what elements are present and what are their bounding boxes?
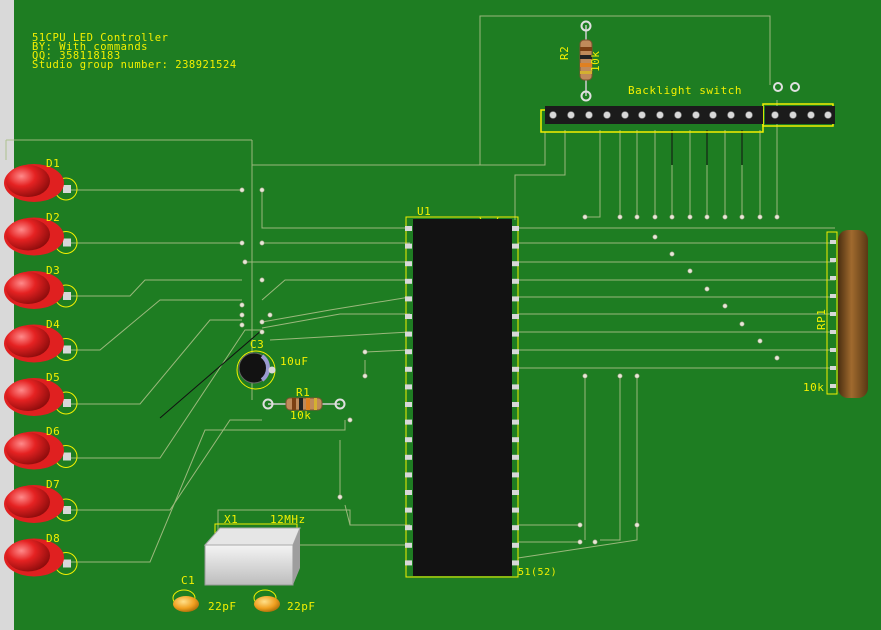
x1-value-label: 12MHz xyxy=(270,513,306,526)
pin-header xyxy=(540,82,835,133)
led-d1 xyxy=(4,164,78,202)
r1-value-label: 10k xyxy=(290,409,312,422)
u1-pin xyxy=(512,419,519,425)
u1-pin xyxy=(512,472,519,478)
led-d5 xyxy=(4,378,78,416)
board-group-number: Studio group number: 238921524 xyxy=(32,59,237,71)
x1-crystal xyxy=(203,523,301,586)
u1-pin xyxy=(512,349,519,355)
u1-pin xyxy=(512,278,519,284)
u1-pin xyxy=(512,243,519,249)
led-d2 xyxy=(4,217,78,256)
r1-label: R1 xyxy=(296,386,311,399)
u1-pin xyxy=(512,261,519,267)
r1-resistor xyxy=(262,397,346,411)
u1-pin xyxy=(405,437,412,443)
c1-value-label: 22pF xyxy=(208,600,237,613)
led-label: D1 xyxy=(46,157,61,170)
led-label: D7 xyxy=(46,478,61,491)
c3-value-label: 10uF xyxy=(280,355,309,368)
u1-pin xyxy=(405,525,412,531)
u1-pin xyxy=(405,472,412,478)
rp1-label: RP1 xyxy=(815,308,828,330)
led-d7 xyxy=(4,485,78,523)
u1-pin xyxy=(405,402,412,407)
rp1-value-label: 10k xyxy=(803,381,825,394)
u1-pin xyxy=(512,525,519,531)
u1-pin xyxy=(512,560,519,566)
u1-pin xyxy=(405,384,412,390)
u1-pin xyxy=(512,384,519,390)
u1-label: U1 xyxy=(417,205,432,218)
r2-value-label: 10k xyxy=(589,50,602,72)
board-edge xyxy=(0,0,14,630)
u1-pin xyxy=(512,490,519,495)
c3-capacitor xyxy=(236,350,276,390)
backlight-switch-label: Backlight switch xyxy=(628,84,742,97)
u1-pin xyxy=(512,226,519,231)
u1-pin xyxy=(405,296,412,302)
u1-pin xyxy=(405,261,412,267)
c1-label: C1 xyxy=(181,574,196,587)
u1-pin xyxy=(405,560,412,566)
led-label: D2 xyxy=(46,210,61,224)
led-label: D8 xyxy=(46,531,61,545)
u1-pin xyxy=(405,419,412,425)
vias xyxy=(239,187,780,545)
c2-value-label: 22pF xyxy=(287,600,316,613)
u1-pin xyxy=(512,542,519,548)
u1-chip xyxy=(405,216,519,578)
u1-pin xyxy=(512,366,519,372)
led-d8 xyxy=(4,538,78,577)
r2-label: R2 xyxy=(558,45,571,60)
led-label: D6 xyxy=(46,424,61,438)
u1-pin xyxy=(405,278,412,284)
u1-pin xyxy=(405,349,412,355)
u1-pin xyxy=(512,437,519,443)
board-author: BY: With commands xyxy=(32,41,148,53)
led-array xyxy=(4,164,78,577)
u1-pin xyxy=(405,226,412,231)
u1-pin xyxy=(405,454,412,460)
c3-label: C3 xyxy=(250,338,265,351)
x1-label: X1 xyxy=(224,513,239,526)
board-title: 51CPU LED Controller xyxy=(32,32,169,44)
u1-part-label: 51(52) xyxy=(518,567,558,578)
led-d4 xyxy=(4,324,78,363)
u1-pin xyxy=(405,314,412,319)
u1-pin xyxy=(405,490,412,495)
ceramic-caps xyxy=(172,589,280,612)
led-label: D4 xyxy=(46,317,61,331)
u1-pin xyxy=(512,507,519,513)
u1-pin xyxy=(512,296,519,302)
led-d6 xyxy=(4,431,78,470)
led-label: D5 xyxy=(46,371,61,384)
u1-pin xyxy=(405,331,412,337)
u1-pin xyxy=(512,402,519,407)
led-d3 xyxy=(4,271,78,309)
led-label: D3 xyxy=(46,264,61,277)
r2-resistor xyxy=(579,20,593,102)
u1-pin xyxy=(512,454,519,460)
u1-pin xyxy=(405,542,412,548)
rp1-pack xyxy=(826,230,868,398)
u1-pin xyxy=(405,366,412,372)
u1-pin xyxy=(512,314,519,319)
board-qq: QQ: 358118183 xyxy=(32,50,121,62)
u1-pin xyxy=(405,507,412,513)
u1-pin xyxy=(512,331,519,337)
u1-pin xyxy=(405,243,412,249)
